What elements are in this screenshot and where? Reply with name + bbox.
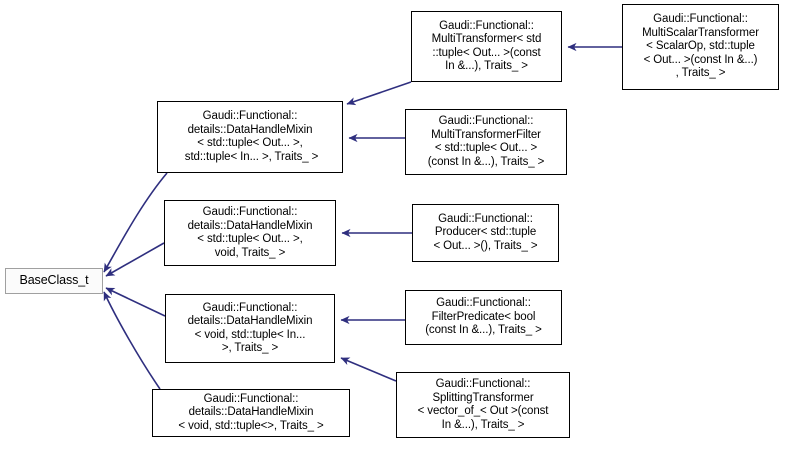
node-label-line: Gaudi::Functional:: <box>203 392 299 405</box>
node-splittingtransformer[interactable]: Gaudi::Functional:: SplittingTransformer… <box>396 372 570 438</box>
node-label-line: (const In &...), Traits_ > <box>425 324 542 337</box>
node-label-line: details::DataHandleMixin <box>187 123 313 136</box>
node-label-line: Gaudi::Functional:: <box>436 297 531 310</box>
node-label-line: BaseClass_t <box>19 273 89 288</box>
node-label-line: SplittingTransformer <box>432 391 534 404</box>
node-label-line: Gaudi::Functional:: <box>202 206 298 218</box>
node-label-line: ::tuple< Out... >(const <box>432 46 541 59</box>
node-base-class-t[interactable]: BaseClass_t <box>5 268 103 294</box>
node-label-line: < Out... >(), Traits_ > <box>433 239 538 252</box>
node-label-line: Gaudi::Functional:: <box>202 301 298 314</box>
node-label-line: void, Traits_ > <box>214 246 286 259</box>
node-multitransformer[interactable]: Gaudi::Functional:: MultiTransformer< st… <box>411 11 562 82</box>
edge-mixin-void-in-to-base <box>105 287 166 317</box>
node-multiscalartransformer[interactable]: Gaudi::Functional:: MultiScalarTransform… <box>622 4 779 90</box>
node-label-line: < std::tuple< Out... > <box>434 142 538 154</box>
node-label-line: < std::tuple< Out... >, <box>197 233 303 245</box>
node-label-line: >, Traits_ > <box>221 342 279 354</box>
node-label-line: < std::tuple< Out... >, <box>197 137 303 149</box>
edge-mixin-void-empty-to-base <box>103 291 161 390</box>
node-label-line: Gaudi::Functional:: <box>438 212 533 225</box>
edge-mixin-out-void-to-base <box>105 242 165 277</box>
node-label-line: FilterPredicate< bool <box>431 310 536 323</box>
node-label-line: Gaudi::Functional:: <box>653 13 748 26</box>
node-datahandlemixin-void-in[interactable]: Gaudi::Functional:: details::DataHandleM… <box>165 294 335 363</box>
node-label-line: details::DataHandleMixin <box>188 406 314 419</box>
node-label-line: < ScalarOp, std::tuple <box>646 40 755 53</box>
node-label-line: < Out... >(const In &...) <box>643 53 758 66</box>
node-label-line: < void, std::tuple<>, Traits_ > <box>178 419 324 432</box>
node-label-line: MultiTransformer< std <box>431 33 542 45</box>
edge-multitransformer-to-mixin-out-in <box>346 81 412 106</box>
node-datahandlemixin-out-void[interactable]: Gaudi::Functional:: details::DataHandleM… <box>164 200 336 266</box>
node-label-line: Gaudi::Functional:: <box>438 115 534 127</box>
edge-mixin-out-in-to-base <box>103 172 168 273</box>
node-filterpredicate[interactable]: Gaudi::Functional:: FilterPredicate< boo… <box>405 290 562 345</box>
node-label-line: Gaudi::Functional:: <box>435 378 531 390</box>
node-label-line: In &...), Traits_ > <box>445 60 528 72</box>
node-multitransformerfilter[interactable]: Gaudi::Functional:: MultiTransformerFilt… <box>405 109 567 175</box>
node-label-line: Producer< std::tuple <box>434 226 537 239</box>
node-label-line: < void, std::tuple< In... <box>194 328 306 341</box>
node-label-line: (const In &...), Traits_ > <box>427 155 545 168</box>
node-datahandlemixin-out-in[interactable]: Gaudi::Functional:: details::DataHandleM… <box>157 101 343 173</box>
node-label-line: details::DataHandleMixin <box>187 315 313 327</box>
node-label-line: < vector_of_< Out >(const <box>417 405 549 417</box>
node-label-line: , Traits_ > <box>675 67 726 80</box>
edge-splittingtransformer-to-mixin-void-in <box>340 357 397 382</box>
node-label-line: MultiScalarTransformer <box>642 26 759 39</box>
node-datahandlemixin-void-empty[interactable]: Gaudi::Functional:: details::DataHandleM… <box>152 389 350 437</box>
node-label-line: MultiTransformerFilter <box>431 128 541 141</box>
node-label-line: std::tuple< In... >, Traits_ > <box>181 150 319 163</box>
node-label-line: details::DataHandleMixin <box>187 219 313 232</box>
node-label-line: Gaudi::Functional:: <box>202 110 298 122</box>
node-producer[interactable]: Gaudi::Functional:: Producer< std::tuple… <box>412 204 559 262</box>
node-label-line: Gaudi::Functional:: <box>439 19 534 32</box>
node-label-line: In &...), Traits_ > <box>441 418 525 431</box>
